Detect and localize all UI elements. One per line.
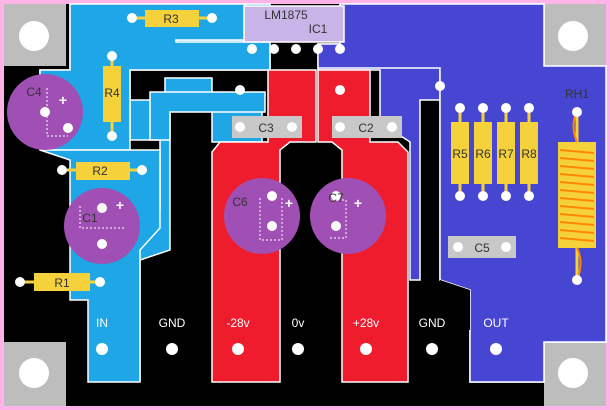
capacitor-c7: C7 + [310,178,386,254]
terminal-neg-28v: -28v [226,316,250,355]
c1-polarity: + [116,197,124,213]
r2-label: R2 [92,164,108,178]
terminal-gnd-input: GND [159,316,186,355]
capacitor-c6: C6 + [224,178,300,254]
r8-label: R8 [521,147,537,161]
ic1-pin [335,44,345,54]
resistor-r3: R3 [127,10,217,27]
mounting-pad-top-right [544,4,606,66]
c6-polarity: + [285,195,293,211]
c5-label: C5 [474,241,490,255]
mounting-pad-top-left [4,4,66,66]
blue-cutout [440,280,470,330]
terminal-label: GND [159,316,186,330]
capacitor-c4: C4 + [7,74,83,150]
r7-label: R7 [498,147,514,161]
c1-label: C1 [82,211,98,225]
r6-label: R6 [475,147,491,161]
r3-label: R3 [163,12,179,26]
terminal-pos-28v: +28v [353,316,379,355]
terminal-0v: 0v [292,316,305,355]
r1-label: R1 [54,276,70,290]
resistor-r2: R2 [57,162,147,180]
terminal-label: GND [419,316,446,330]
resistor-r5: R5 [451,103,469,201]
ic1-pin [291,44,301,54]
terminal-label: OUT [483,316,509,330]
terminal-gnd-output: GND [419,316,446,355]
ic1-pin [313,44,323,54]
terminal-out: OUT [483,316,509,355]
resistor-r8: R8 [520,103,538,201]
terminal-label: +28v [353,316,379,330]
r5-label: R5 [452,147,468,161]
mounting-pad-bottom-right [544,342,606,406]
capacitor-c1: C1 + [64,188,140,264]
c7-polarity: + [354,195,362,211]
ic1-pin [269,44,279,54]
capacitor-c5: C5 [448,236,516,258]
ic1-ref-label: IC1 [309,22,328,36]
c6-label: C6 [232,195,248,209]
via [235,85,245,95]
ic1-part-label: LM1875 [264,8,308,22]
capacitor-c2: C2 [332,116,402,138]
ic1-body [243,5,345,43]
resistor-r1: R1 [15,273,105,291]
rh1-label: RH1 [565,87,589,101]
c4-label: C4 [26,85,42,99]
resistor-r4: R4 [103,51,121,141]
c2-label: C2 [358,121,374,135]
cyan-trace-to-ic [149,91,266,141]
c7-label: C7 [328,191,344,205]
mounting-pad-bottom-left [4,342,66,406]
terminal-in: IN [96,316,108,355]
capacitor-c3: C3 [232,116,302,138]
c3-label: C3 [258,121,274,135]
terminal-label: -28v [226,316,249,330]
r4-label: R4 [104,86,120,100]
terminal-label: IN [96,316,108,330]
rh1-winding [559,149,595,242]
resistor-r7: R7 [497,103,515,201]
resistor-r6: R6 [474,103,492,201]
resistor-rh1: RH1 [558,87,596,285]
ic1-pin [247,44,257,54]
c4-polarity: + [59,92,67,108]
via [335,85,345,95]
terminal-label: 0v [292,316,305,330]
via [435,81,445,91]
